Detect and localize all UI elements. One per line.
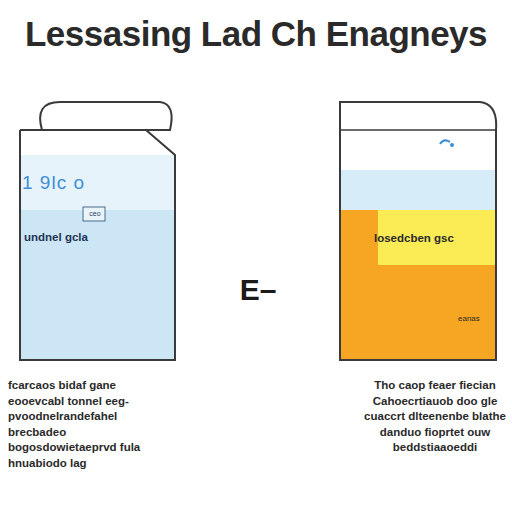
beaker-text: losedcben gsc (374, 232, 502, 245)
small-symbol (450, 143, 454, 147)
liquid-upper (20, 155, 175, 210)
small-symbol (440, 140, 450, 144)
beaker-text: undnel gcla (24, 231, 134, 244)
paragraph-text: Tho caop feaer fiecian Cahoecrtiauob doo… (364, 378, 506, 456)
small-box (83, 207, 105, 221)
container-beaker: 1 9lc o undnel gcla (20, 100, 176, 362)
liquid-top (340, 170, 496, 210)
box-text: ceo (84, 209, 106, 218)
liquid-lower (20, 210, 175, 360)
cup-outline (20, 130, 175, 360)
center-symbol: E– (222, 270, 294, 311)
cup-rim (340, 129, 496, 131)
diagram-title: Lessasing Lad Ch Enagneys (0, 14, 512, 54)
beaker-text: 1 9lc o (22, 172, 132, 194)
small-note: eanas (458, 314, 502, 325)
paragraph-text: fcarcaos bidaf gane eooevcabl tonnel eeg… (8, 378, 148, 471)
cup-lip (40, 102, 172, 130)
